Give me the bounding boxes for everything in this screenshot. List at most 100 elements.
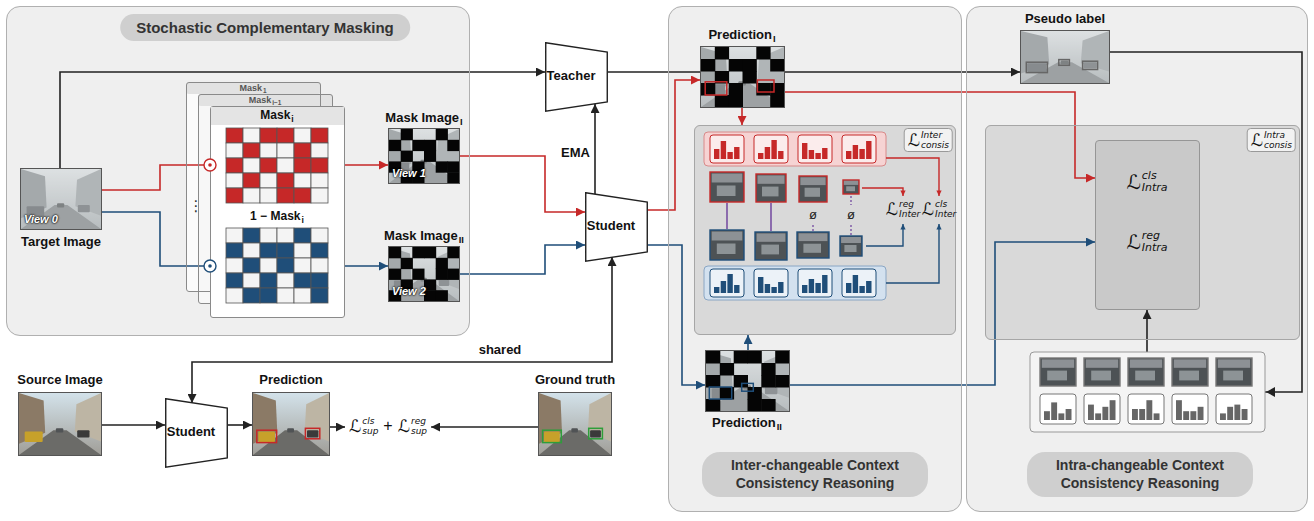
- decor-rect: [211, 107, 344, 125]
- mask-card: Maski1 − Maski: [210, 106, 345, 318]
- decor-rect: [307, 430, 318, 437]
- label-text: Prediction: [708, 27, 772, 43]
- decor-rect: [859, 149, 864, 159]
- decor-rect: [761, 245, 779, 255]
- group-panel: Intra-changeable Context Consistency Rea…: [966, 6, 1308, 512]
- decor-rect: [758, 153, 763, 159]
- decor-rect: [277, 273, 294, 288]
- box-ground: [694, 125, 956, 335]
- decor-rect: [853, 275, 858, 293]
- panel-ground: [6, 6, 470, 336]
- decor-rect: [447, 161, 459, 172]
- decor-rect: [226, 228, 243, 243]
- decor-line: [850, 225, 851, 235]
- decor-rect: [800, 177, 825, 185]
- decor-rect: [1130, 359, 1162, 367]
- ellipsis-mark: ⋮: [189, 198, 204, 214]
- superscript: reg: [1142, 230, 1168, 242]
- decor-rect: [1021, 31, 1109, 83]
- decor-rect: [710, 269, 744, 297]
- node-text: Stochastic Complementary Masking: [136, 19, 394, 36]
- decor-rect: [311, 143, 328, 158]
- decor-rect: [260, 128, 277, 143]
- superscript: cls: [1142, 170, 1168, 182]
- decor-rect: [1174, 359, 1206, 367]
- decor-rect: [436, 269, 448, 280]
- decor-rect: [822, 275, 827, 293]
- decor-rect: [1091, 371, 1111, 381]
- decor-rect: [260, 273, 277, 288]
- decor-rect: [260, 243, 277, 258]
- decor-rect: [260, 258, 277, 273]
- decor-rect: [571, 428, 578, 432]
- script-stack: Intraconsis: [1264, 130, 1292, 150]
- decor-rect: [765, 147, 770, 159]
- decor-rect: [1234, 405, 1240, 420]
- decor-rect: [543, 430, 562, 442]
- image-node: Ground truth: [538, 392, 612, 456]
- decor-rect: [758, 277, 763, 293]
- decor-rect: [866, 141, 871, 159]
- decor-rect: [844, 245, 856, 252]
- decor-rect: [436, 129, 448, 140]
- decor-rect: [258, 431, 275, 442]
- connector: [608, 71, 1020, 73]
- decor-rect: [727, 152, 732, 159]
- decor-rect: [412, 140, 424, 151]
- text-group: Mask ImageI: [385, 110, 462, 127]
- decor-polygon: [19, 393, 45, 444]
- decor-rect: [294, 188, 311, 203]
- decor-rect: [1040, 394, 1076, 424]
- decor-rect: [748, 351, 762, 364]
- decor-rect: [311, 228, 328, 243]
- decor-rect: [715, 95, 729, 107]
- label-text: Mask Image: [385, 110, 459, 126]
- decor-rect: [243, 188, 260, 203]
- decor-circle: [204, 159, 216, 171]
- decor-rect: [424, 140, 436, 151]
- decor-rect: [743, 59, 757, 72]
- decor-rect: [748, 399, 762, 411]
- text-group: Inter-changeable Context Consistency Rea…: [702, 452, 928, 497]
- decor-rect: [1066, 409, 1072, 420]
- decor-rect: [842, 135, 876, 163]
- network-block: Teacher: [545, 42, 608, 112]
- decor-rect: [770, 95, 784, 107]
- decor-rect: [729, 83, 743, 96]
- photo: [706, 351, 789, 411]
- node-text: Student: [587, 218, 635, 233]
- decor-rect: [1084, 394, 1120, 424]
- decor-rect: [701, 47, 784, 107]
- decor-rect: [277, 128, 294, 143]
- text-group: ℒregInter: [886, 199, 920, 219]
- subscript: sup: [411, 426, 427, 436]
- text-group: Intra-changeable Context Consistency Rea…: [1027, 452, 1253, 497]
- decor-rect: [226, 158, 243, 173]
- decor-rect: [802, 285, 807, 293]
- connector: [741, 108, 743, 125]
- decor-rect: [822, 148, 827, 159]
- decor-rect: [447, 172, 459, 183]
- decor-rect: [1132, 409, 1138, 420]
- decor-polygon: [253, 393, 277, 444]
- node-text: View 2: [392, 285, 426, 298]
- text-group: Teacher: [547, 68, 596, 83]
- label-text: 1 − Mask: [250, 209, 300, 224]
- loss-box: ℒInterconsisℒregInterℒclsInter: [694, 125, 956, 335]
- decor-rect: [401, 151, 413, 162]
- decor-rect: [762, 187, 779, 197]
- decor-rect: [1044, 411, 1050, 420]
- decor-rect: [771, 140, 776, 159]
- decor-rect: [277, 143, 294, 158]
- decor-rect: [734, 147, 739, 159]
- text-group: Stochastic Complementary Masking: [120, 14, 410, 41]
- connector: [431, 426, 538, 428]
- decor-rect: [226, 188, 243, 203]
- script-stack: clsIntra: [1142, 170, 1168, 194]
- decor-rect: [844, 181, 858, 185]
- text-group: Target Image: [21, 234, 101, 250]
- decor-rect: [1216, 394, 1252, 424]
- subscript: II: [459, 232, 464, 248]
- node-text: Ground truth: [535, 372, 615, 388]
- subscript: i: [301, 213, 303, 228]
